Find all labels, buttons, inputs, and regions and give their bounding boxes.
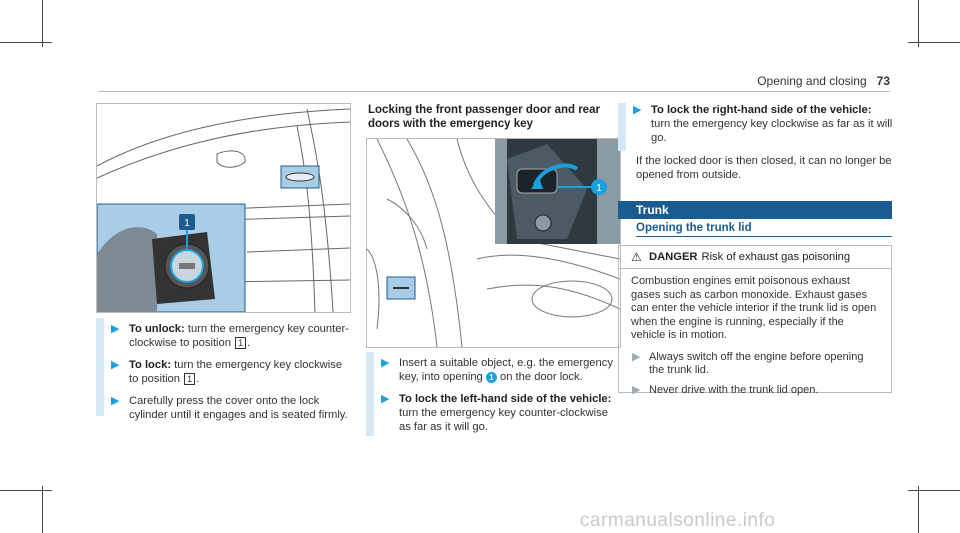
step-cover: ▶ Carefully press the cover onto the loc…	[110, 394, 350, 422]
danger-step: ▶ Always switch off the engine before op…	[631, 351, 879, 378]
key-position: 1	[235, 337, 247, 349]
page-header: Opening and closing 73	[757, 74, 890, 88]
step-lock: ▶ To lock: turn the emergency key clockw…	[110, 358, 350, 386]
door-lock-illustration: 1	[367, 139, 620, 347]
step-insert: ▶ Insert a suitable object, e.g. the eme…	[380, 356, 620, 384]
arrow-icon: ▶	[632, 350, 641, 363]
step-text: Never drive with the trunk lid open.	[649, 383, 819, 396]
step-text: Insert a suitable object, e.g. the emerg…	[399, 357, 613, 383]
step-bold: To unlock:	[129, 323, 185, 335]
step-lock-left: ▶ To lock the left-hand side of the vehi…	[380, 392, 620, 434]
crop-mark	[918, 0, 919, 47]
arrow-icon: ▶	[111, 395, 120, 407]
step-text: turn the emergency key clockwise as far …	[651, 118, 893, 144]
subheading-trunk-lid: Opening the trunk lid	[636, 222, 752, 234]
step-unlock: ▶ To unlock: turn the emergency key coun…	[110, 322, 350, 350]
text-bar	[96, 318, 104, 416]
crop-mark	[42, 0, 43, 47]
arrow-icon: ▶	[632, 383, 641, 396]
step-text: turn the emergency key clockwise to posi…	[129, 359, 343, 385]
fig1-callout: 1	[184, 218, 190, 229]
warning-icon: ⚠	[631, 250, 642, 264]
crop-mark	[918, 486, 919, 533]
header-section: Opening and closing	[757, 74, 867, 88]
subheading-rule	[636, 236, 892, 237]
danger-text: Combustion engines emit poisonous exhaus…	[631, 275, 877, 341]
danger-body: Combustion engines emit poisonous exhaus…	[619, 269, 891, 397]
crop-mark	[908, 42, 960, 43]
key-position: 1	[184, 373, 196, 385]
col2-heading: Locking the front passenger door and rea…	[368, 104, 600, 130]
step-text: on the door lock.	[496, 371, 583, 383]
step-bold: To lock:	[129, 359, 172, 371]
header-rule	[98, 91, 890, 92]
fig2-callout: 1	[596, 183, 602, 194]
figure-car-door-lock: 1	[96, 103, 351, 313]
watermark: carmanualsonline.info	[580, 510, 776, 531]
text-bar	[366, 352, 374, 436]
arrow-icon: ▶	[633, 104, 642, 116]
crop-mark	[908, 490, 960, 491]
step-text: turn the emergency key counter-clockwise…	[399, 407, 608, 433]
arrow-icon: ▶	[111, 323, 120, 335]
section-title-trunk: Trunk	[618, 201, 892, 219]
car-door-illustration: 1	[97, 108, 350, 312]
step-text: turn the emergency key counter-clockwise…	[129, 323, 349, 349]
step-bold: To lock the right-hand side of the vehic…	[651, 104, 872, 116]
col1-steps: ▶ To unlock: turn the emergency key coun…	[110, 322, 350, 430]
callout-badge: 1	[485, 372, 497, 383]
col2-steps: ▶ Insert a suitable object, e.g. the eme…	[380, 356, 620, 442]
arrow-icon: ▶	[111, 359, 120, 371]
crop-mark	[0, 42, 52, 43]
step-text: .	[196, 373, 200, 385]
danger-label: DANGER	[649, 251, 698, 263]
arrow-icon: ▶	[381, 393, 390, 405]
danger-title: Risk of exhaust gas poisoning	[701, 251, 851, 263]
step-text: Always switch off the engine before open…	[649, 350, 864, 377]
page-number: 73	[876, 74, 890, 88]
figure-rear-door-lock: 1	[366, 138, 621, 348]
text-bar	[618, 103, 626, 151]
step-text: Carefully press the cover onto the lock …	[129, 395, 348, 421]
step-text: .	[247, 337, 251, 349]
col3-step: ▶ To lock the right-hand side of the veh…	[632, 103, 894, 149]
crop-mark	[42, 486, 43, 533]
col3-paragraph: If the locked door is then closed, it ca…	[636, 155, 892, 181]
arrow-icon: ▶	[381, 357, 390, 369]
step-bold: To lock the left-hand side of the vehicl…	[399, 393, 612, 405]
danger-step: ▶ Never drive with the trunk lid open.	[631, 384, 879, 398]
crop-mark	[0, 490, 52, 491]
step-lock-right: ▶ To lock the right-hand side of the veh…	[632, 103, 894, 145]
